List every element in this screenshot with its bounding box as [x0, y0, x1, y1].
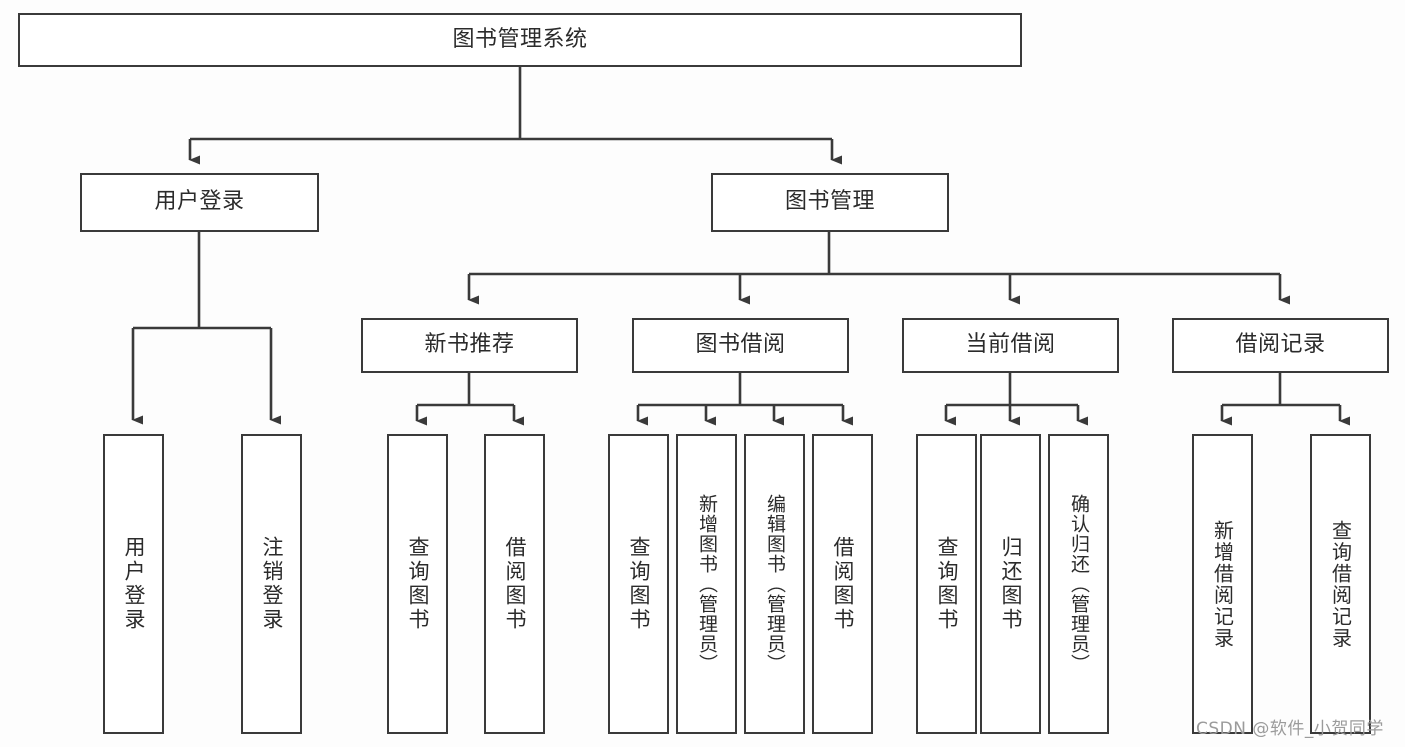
- leaf-borrow-books-recommend[interactable]: 借阅图书: [484, 434, 545, 734]
- node-book-management[interactable]: 图书管理: [711, 173, 949, 232]
- node-label: 借阅记录: [1235, 332, 1326, 358]
- leaf-edit-book-admin[interactable]: 编辑图书（管理员）: [744, 434, 805, 734]
- leaf-query-books-borrow[interactable]: 查询图书: [608, 434, 669, 734]
- node-label: 新书推荐: [424, 332, 515, 358]
- node-label: 新增图书（管理员）: [695, 494, 718, 674]
- csdn-watermark: CSDN @软件_小贺同学: [1196, 719, 1384, 739]
- node-label: 图书借阅: [695, 332, 786, 358]
- node-label: 借阅图书: [503, 536, 528, 632]
- leaf-add-book-admin[interactable]: 新增图书（管理员）: [676, 434, 737, 734]
- node-label: 用户登录: [122, 536, 147, 632]
- node-label: 图书管理系统: [452, 26, 588, 52]
- node-label: 图书管理: [784, 189, 875, 215]
- node-label: 编辑图书（管理员）: [763, 494, 786, 674]
- leaf-query-borrow-record[interactable]: 查询借阅记录: [1310, 434, 1371, 734]
- leaf-query-books-current[interactable]: 查询图书: [916, 434, 977, 734]
- node-borrowing-records[interactable]: 借阅记录: [1172, 318, 1389, 373]
- node-label: 查询借阅记录: [1328, 519, 1353, 649]
- node-label: 用户登录: [154, 189, 245, 215]
- node-label: 新增借阅记录: [1210, 519, 1235, 649]
- leaf-logout[interactable]: 注销登录: [241, 434, 302, 734]
- node-root-book-management-system[interactable]: 图书管理系统: [18, 13, 1022, 67]
- node-label: 当前借阅: [965, 332, 1056, 358]
- leaf-add-borrow-record[interactable]: 新增借阅记录: [1192, 434, 1253, 734]
- leaf-user-login[interactable]: 用户登录: [103, 434, 164, 734]
- node-label: 归还图书: [999, 536, 1024, 632]
- leaf-query-books-recommend[interactable]: 查询图书: [387, 434, 448, 734]
- node-label: 借阅图书: [831, 536, 856, 632]
- node-book-borrowing[interactable]: 图书借阅: [632, 318, 849, 373]
- node-label: 确认归还（管理员）: [1067, 494, 1090, 674]
- leaf-borrow-books[interactable]: 借阅图书: [812, 434, 873, 734]
- node-label: 查询图书: [627, 536, 652, 632]
- node-label: 查询图书: [935, 536, 960, 632]
- leaf-return-books[interactable]: 归还图书: [980, 434, 1041, 734]
- node-user-login[interactable]: 用户登录: [80, 173, 319, 232]
- leaf-confirm-return-admin[interactable]: 确认归还（管理员）: [1048, 434, 1109, 734]
- node-label: 查询图书: [406, 536, 431, 632]
- node-new-book-recommendation[interactable]: 新书推荐: [361, 318, 578, 373]
- node-current-borrowing[interactable]: 当前借阅: [902, 318, 1119, 373]
- node-label: 注销登录: [260, 536, 285, 632]
